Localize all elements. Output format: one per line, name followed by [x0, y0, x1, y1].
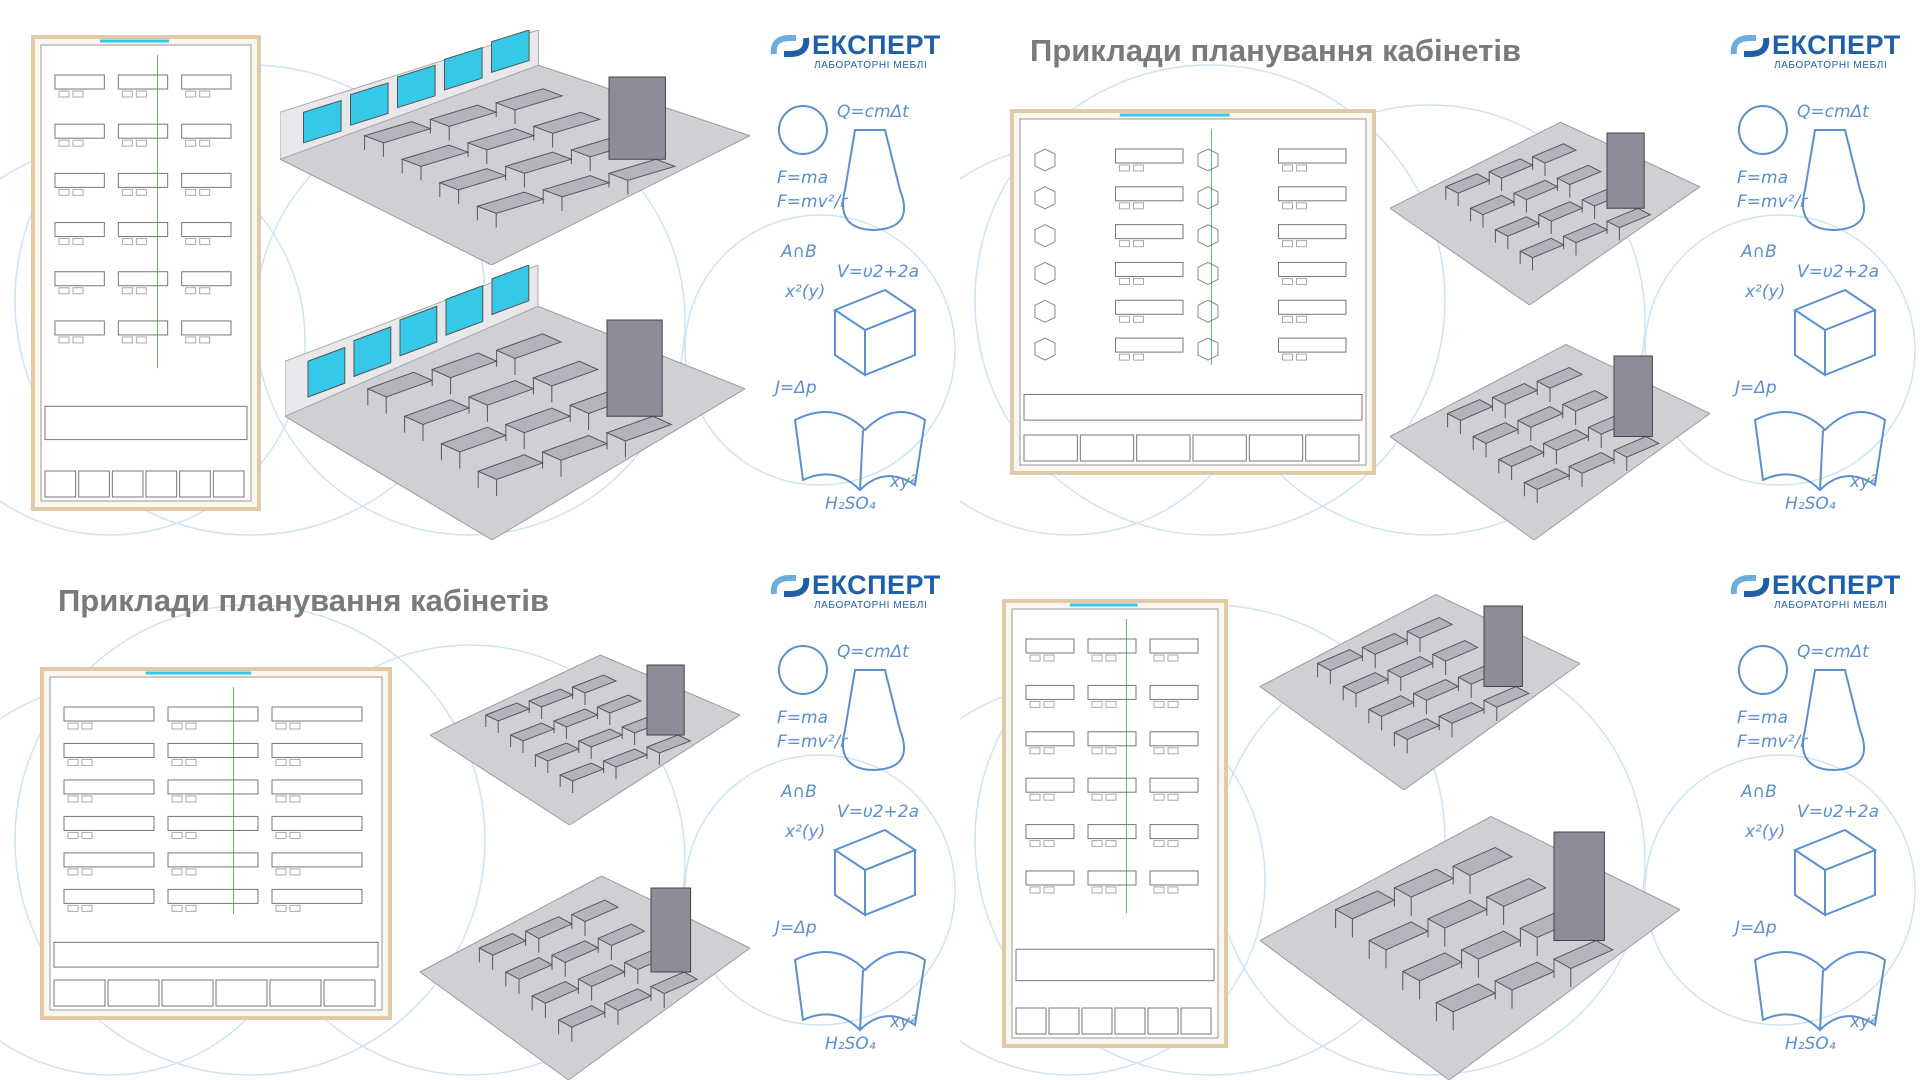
logo-subtitle: ЛАБОРАТОРНІ МЕБЛІ — [814, 60, 928, 71]
formula-ab: A∩B — [781, 242, 817, 262]
classroom-3d-render — [420, 875, 750, 1080]
formula-fmv: F=mv²/r — [777, 192, 848, 212]
logo-mark-icon — [1730, 35, 1770, 57]
cube-icon — [1792, 288, 1878, 377]
formula-h2so4: H₂SO₄ — [825, 494, 876, 514]
venn-circle-icon — [1738, 645, 1788, 695]
formula-ab: A∩B — [781, 782, 817, 802]
logo-subtitle: ЛАБОРАТОРНІ МЕБЛІ — [1774, 600, 1888, 611]
logo-mark-icon — [770, 575, 810, 597]
formula-xy: x²(y) — [785, 822, 826, 842]
doodle-drawings — [778, 105, 927, 492]
formula-xy: x²(y) — [785, 282, 826, 302]
open-book-icon — [1753, 411, 1887, 492]
formula-fmv: F=mv²/r — [777, 732, 848, 752]
slide-title: Приклади планування кабінетів — [1030, 33, 1522, 68]
cube-icon — [832, 288, 918, 377]
formula-fmv: F=mv²/r — [1737, 192, 1808, 212]
logo-subtitle: ЛАБОРАТОРНІ МЕБЛІ — [1774, 60, 1888, 71]
cube-icon — [832, 828, 918, 917]
floor-plan-drawing — [1010, 109, 1376, 475]
classroom-3d-render — [430, 654, 740, 825]
venn-circle-icon — [1738, 105, 1788, 155]
doodle-drawings — [778, 645, 927, 1032]
flask-icon — [842, 669, 905, 772]
classroom-3d-render — [1260, 593, 1580, 790]
logo-mark-icon — [1730, 575, 1770, 597]
formula-v: V=υ2+2a — [837, 802, 920, 822]
open-book-icon — [793, 411, 927, 492]
logo-subtitle: ЛАБОРАТОРНІ МЕБЛІ — [814, 600, 928, 611]
logo-name: ЕКСПЕРТ — [812, 570, 941, 600]
doodle-drawings — [1738, 645, 1887, 1032]
formula-xy: x²(y) — [1745, 282, 1786, 302]
formula-j: J=Δp — [1735, 918, 1777, 938]
formula-q: Q=cmΔt — [837, 642, 909, 662]
classroom-3d-render — [1390, 121, 1700, 305]
formula-xy: x²(y) — [1745, 822, 1786, 842]
open-book-icon — [793, 951, 927, 1032]
classroom-3d-render — [280, 30, 750, 265]
open-book-icon — [1753, 951, 1887, 1032]
formula-q: Q=cmΔt — [1797, 102, 1869, 122]
logo-name: ЕКСПЕРТ — [1772, 30, 1901, 60]
floor-plan-drawing — [31, 35, 261, 511]
formula-j: J=Δp — [775, 918, 817, 938]
logo-mark-icon — [770, 35, 810, 57]
formula-v: V=υ2+2a — [837, 262, 920, 282]
formula-fma: F=ma — [777, 168, 828, 188]
flask-icon — [842, 129, 905, 232]
formula-h2so4: H₂SO₄ — [1785, 1034, 1836, 1054]
floor-plan-drawing — [1002, 599, 1228, 1048]
logo-name: ЕКСПЕРТ — [1772, 570, 1901, 600]
formula-fma: F=ma — [1737, 168, 1788, 188]
classroom-3d-render — [1260, 815, 1680, 1080]
logo-name: ЕКСПЕРТ — [812, 30, 941, 60]
floor-plan-drawing — [40, 667, 392, 1020]
cube-icon — [1792, 828, 1878, 917]
formula-v: V=υ2+2a — [1797, 802, 1880, 822]
formula-q: Q=cmΔt — [1797, 642, 1869, 662]
formula-fmv: F=mv²/r — [1737, 732, 1808, 752]
formula-h2so4: H₂SO₄ — [1785, 494, 1836, 514]
flask-icon — [1802, 669, 1865, 772]
classroom-3d-render — [285, 265, 745, 540]
slide-title: Приклади планування кабінетів — [58, 583, 550, 618]
flask-icon — [1802, 129, 1865, 232]
classroom-3d-render — [1390, 343, 1710, 540]
formula-h2so4: H₂SO₄ — [825, 1034, 876, 1054]
formula-fma: F=ma — [777, 708, 828, 728]
formula-v: V=υ2+2a — [1797, 262, 1880, 282]
venn-circle-icon — [778, 645, 828, 695]
doodle-drawings — [1738, 105, 1887, 492]
formula-j: J=Δp — [775, 378, 817, 398]
formula-ab: A∩B — [1741, 782, 1777, 802]
formula-q: Q=cmΔt — [837, 102, 909, 122]
formula-fma: F=ma — [1737, 708, 1788, 728]
formula-ab: A∩B — [1741, 242, 1777, 262]
venn-circle-icon — [778, 105, 828, 155]
formula-j: J=Δp — [1735, 378, 1777, 398]
